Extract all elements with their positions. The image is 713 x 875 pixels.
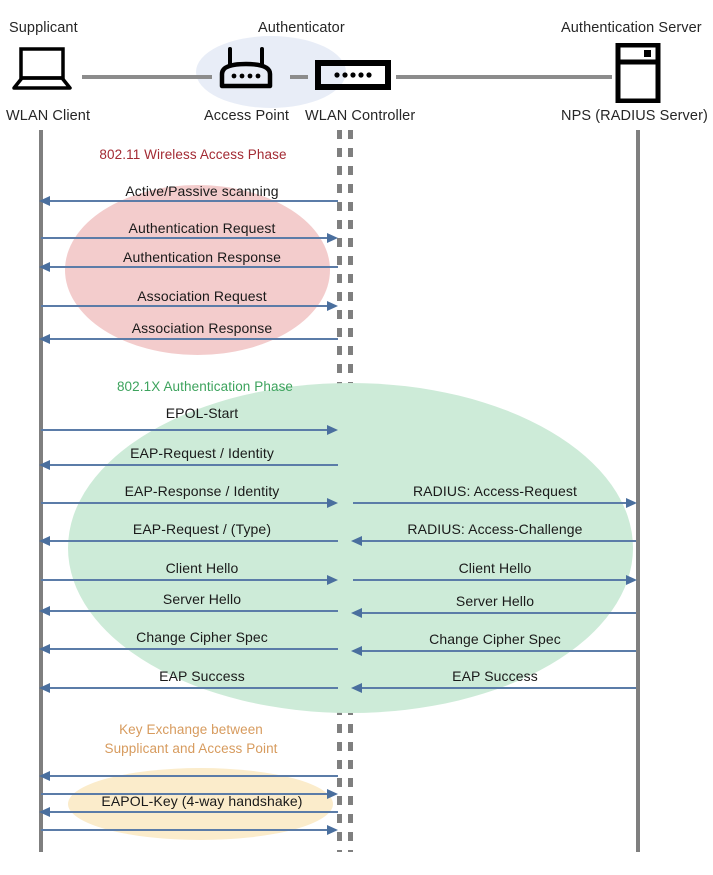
message-label: RADIUS: Access-Request: [412, 483, 578, 499]
actor-device-access-point: Access Point: [204, 108, 290, 124]
message-label: EAPOL-Key (4-way handshake): [101, 793, 303, 809]
message-line: [353, 502, 626, 504]
message-label: Authentication Response: [123, 249, 281, 265]
arrow-head-right-icon: [327, 233, 338, 243]
message-label: Change Cipher Spec: [136, 629, 268, 645]
arrow-head-left-icon: [351, 646, 362, 656]
actor-device-nps-server: NPS (RADIUS Server): [561, 108, 708, 124]
message-label: Server Hello: [162, 591, 242, 607]
message-label: Authentication Request: [128, 220, 276, 236]
wireless-router-icon: [215, 46, 277, 97]
message-line: [353, 579, 626, 581]
message-line: [50, 338, 338, 340]
arrow-head-left-icon: [39, 807, 50, 817]
message-label: EAP Success: [159, 668, 245, 684]
arrow-head-right-icon: [327, 575, 338, 585]
message-label: Association Response: [131, 320, 273, 336]
message-label: Association Request: [137, 288, 267, 304]
message-line: [50, 775, 338, 777]
arrow-head-right-icon: [327, 825, 338, 835]
message-label: Active/Passive scanning: [125, 183, 279, 199]
arrow-head-right-icon: [626, 498, 637, 508]
arrow-head-left-icon: [351, 683, 362, 693]
message-line: [50, 464, 338, 466]
message-label: EAP-Request / Identity: [130, 445, 274, 461]
phase-key-exchange-label: Key Exchange between Supplicant and Acce…: [104, 722, 278, 756]
arrow-head-left-icon: [39, 460, 50, 470]
link-client-to-ap: [82, 75, 212, 79]
link-controller-to-server: [396, 75, 612, 79]
message-line: [41, 237, 327, 239]
arrow-head-right-icon: [327, 301, 338, 311]
message-label: Client Hello: [165, 560, 239, 576]
actor-role-auth-server: Authentication Server: [561, 20, 702, 36]
arrow-head-left-icon: [39, 334, 50, 344]
message-label: EAP-Request / (Type): [132, 521, 272, 537]
message-line: [41, 793, 327, 795]
arrow-head-left-icon: [351, 536, 362, 546]
message-label: RADIUS: Access-Challenge: [407, 521, 583, 537]
laptop-icon: [11, 47, 73, 96]
phase-80211-ellipse: [65, 185, 330, 355]
message-label: Change Cipher Spec: [429, 631, 561, 647]
arrow-head-left-icon: [39, 536, 50, 546]
message-line: [50, 610, 338, 612]
arrow-head-right-icon: [327, 789, 338, 799]
arrow-head-left-icon: [39, 644, 50, 654]
arrow-head-left-icon: [39, 683, 50, 693]
message-line: [50, 687, 338, 689]
message-line: [362, 687, 636, 689]
arrow-head-left-icon: [39, 771, 50, 781]
arrow-head-left-icon: [39, 196, 50, 206]
message-line: [362, 650, 636, 652]
arrow-head-left-icon: [39, 262, 50, 272]
lifeline-supplicant: [39, 130, 43, 852]
arrow-head-left-icon: [351, 608, 362, 618]
actor-role-supplicant: Supplicant: [9, 20, 78, 36]
lifeline-auth-server: [636, 130, 640, 852]
message-line: [50, 266, 338, 268]
message-line: [50, 540, 338, 542]
link-ap-to-controller: [290, 75, 308, 79]
message-label: EAP Success: [452, 668, 538, 684]
message-label: Client Hello: [458, 560, 532, 576]
message-line: [41, 429, 327, 431]
message-line: [41, 305, 327, 307]
actor-device-wlan-client: WLAN Client: [6, 108, 91, 124]
message-line: [362, 612, 636, 614]
message-line: [50, 200, 338, 202]
arrow-head-left-icon: [39, 606, 50, 616]
message-line: [41, 579, 327, 581]
arrow-head-right-icon: [327, 498, 338, 508]
phase-8021x-label: 802.1X Authentication Phase: [116, 379, 294, 394]
message-line: [50, 811, 338, 813]
arrow-head-right-icon: [327, 425, 338, 435]
message-line: [41, 502, 327, 504]
server-tower-icon: [615, 42, 661, 108]
message-line: [50, 648, 338, 650]
message-line: [41, 829, 327, 831]
actor-role-authenticator: Authenticator: [258, 20, 345, 36]
message-line: [362, 540, 636, 542]
message-label: Server Hello: [455, 593, 535, 609]
message-label: EAP-Response / Identity: [124, 483, 280, 499]
phase-key-exchange-ellipse: [68, 768, 333, 840]
network-switch-icon: [315, 60, 391, 95]
arrow-head-right-icon: [626, 575, 637, 585]
actor-device-wlan-controller: WLAN Controller: [305, 108, 416, 124]
phase-80211-label: 802.11 Wireless Access Phase: [99, 147, 287, 162]
message-label: EPOL-Start: [165, 405, 239, 421]
phase-8021x-ellipse: [68, 383, 633, 713]
